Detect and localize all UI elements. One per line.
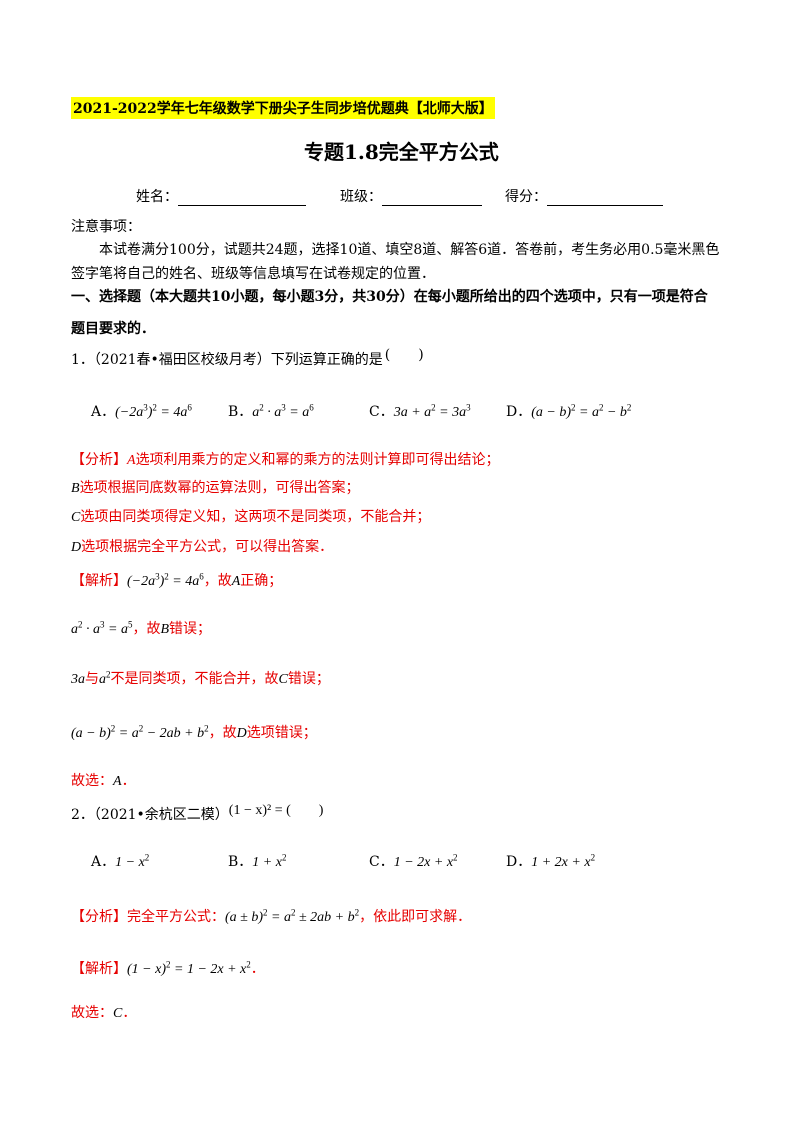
- page-title: 专题1.8完全平方公式: [304, 140, 499, 164]
- section-heading: 一、选择题（本大题共10小题，每小题3分，共30分）在每小题所给出的四个选项中，…: [71, 289, 708, 305]
- q2-answer: 故选：C．: [71, 1005, 137, 1021]
- score-field: 得分：: [505, 186, 663, 206]
- q1-solution-d: (a − b)2 = a2 − 2ab + b2，故D选项错误；: [71, 723, 317, 741]
- q2-solution: 【解析】(1 − x)2 = 1 − 2x + x2．: [71, 959, 265, 977]
- score-label: 得分：: [505, 189, 547, 205]
- q2-analysis: 【分析】完全平方公式：(a ± b)2 = a2 ± 2ab + b2，依此即可…: [71, 907, 472, 925]
- q1-analysis-a: 【分析】A选项利用乘方的定义和幂的乘方的法则计算即可得出结论；: [71, 452, 500, 468]
- q2-option-b: B．1 + x2: [228, 852, 287, 870]
- question-1-stem: 1．（2021春•福田区校级月考）下列运算正确的是( ): [71, 347, 424, 368]
- q2-option-a: A．1 − x2: [91, 852, 150, 870]
- q1-answer: 故选：A．: [71, 773, 136, 789]
- q1-solution-b: a2 · a3 = a5，故B错误；: [71, 619, 212, 637]
- class-label: 班级：: [340, 189, 382, 205]
- class-blank: [382, 189, 482, 206]
- option-a: A．(−2a3)2 = 4a6: [91, 402, 192, 420]
- name-label: 姓名：: [136, 189, 178, 205]
- name-blank: [178, 189, 306, 206]
- notes-heading: 注意事项：: [71, 219, 141, 235]
- q1-analysis-b: B选项根据同底数幂的运算法则，可得出答案；: [71, 480, 360, 496]
- q1-analysis-d: D选项根据完全平方公式，可以得出答案．: [71, 539, 334, 555]
- q1-analysis-c: C选项由同类项得定义知，这两项不是同类项，不能合并；: [71, 509, 431, 525]
- option-b: B．a2 · a3 = a6: [228, 402, 314, 420]
- q1-solution-c: 3a与a2不是同类项，不能合并，故C错误；: [71, 669, 330, 687]
- q2-option-d: D．1 + 2x + x2: [506, 852, 596, 870]
- section-heading-cont: 题目要求的．: [71, 321, 155, 337]
- document-banner: 2021-2022学年七年级数学下册尖子生同步培优题典【北师大版】: [71, 97, 495, 119]
- name-field: 姓名：: [136, 186, 306, 206]
- option-c: C．3a + a2 = 3a3: [369, 402, 471, 420]
- class-field: 班级：: [340, 186, 482, 206]
- notes-text: 本试卷满分100分，试题共24题，选择10道、填空8道、解答6道．答卷前，考生务…: [71, 242, 720, 282]
- answer-paren: ( ): [384, 347, 424, 363]
- q2-option-c: C．1 − 2x + x2: [369, 852, 458, 870]
- question-2-equation: (1 − x)² = ( ): [228, 803, 324, 818]
- option-d: D．(a − b)2 = a2 − b2: [506, 402, 632, 420]
- question-2-stem: 2．（2021•余杭区二模）(1 − x)² = ( ): [71, 803, 324, 823]
- score-blank: [547, 189, 663, 206]
- q1-solution-a: 【解析】(−2a3)2 = 4a6，故A正确；: [71, 571, 283, 589]
